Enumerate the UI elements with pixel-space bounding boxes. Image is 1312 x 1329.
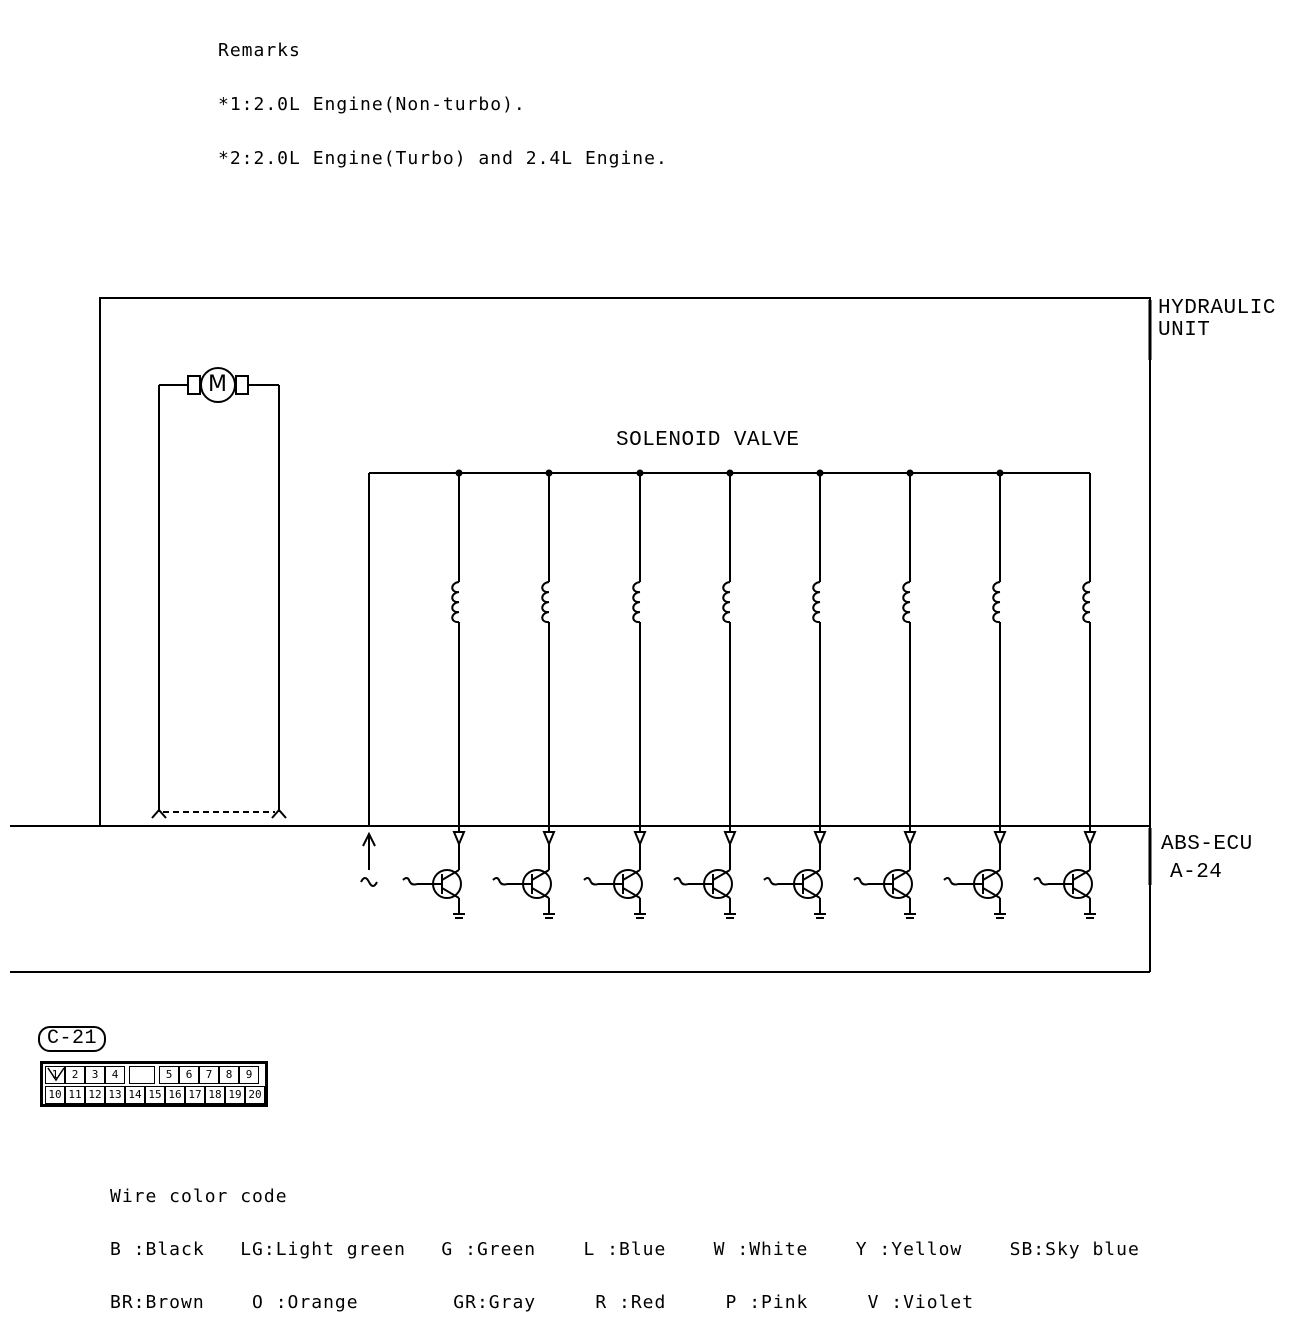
remark-note-2: *2:2.0L Engine(Turbo) and 2.4L Engine. — [218, 148, 668, 169]
base-signal-icon-1 — [402, 877, 418, 886]
connector-pin-6: 6 — [179, 1066, 199, 1084]
hydraulic-unit-label-line1: HYDRAULIC — [1158, 297, 1276, 320]
base-signal-icon-5 — [763, 877, 779, 886]
abs-ecu-connector-label: A-24 — [1170, 861, 1223, 884]
connector-pin-19: 19 — [225, 1086, 245, 1104]
connector-pin-17: 17 — [185, 1086, 205, 1104]
wire-color-row-1: B :Black LG:Light green G :Green L :Blue… — [110, 1239, 1140, 1260]
base-signal-icon-6 — [853, 877, 869, 886]
base-signal-icon-7 — [943, 877, 959, 886]
remark-note-1: *1:2.0L Engine(Non-turbo). — [218, 94, 526, 115]
connector-pin-11: 11 — [65, 1086, 85, 1104]
motor-circuit — [151, 367, 287, 819]
connector-c21-label: C-21 — [38, 1026, 107, 1052]
connector-pin-5: 5 — [159, 1066, 179, 1084]
solenoid-coil-icon-2 — [541, 581, 550, 624]
connector-pin-8: 8 — [219, 1066, 239, 1084]
connector-pin-13: 13 — [105, 1086, 125, 1104]
solenoid-coil-icon-8 — [1082, 581, 1091, 624]
base-signal-icon-4 — [673, 877, 689, 886]
hydraulic-unit-label-line2: UNIT — [1158, 319, 1211, 342]
connector-pin-2: 2 — [65, 1066, 85, 1084]
solenoid-coil-icon-3 — [632, 581, 641, 624]
base-signal-icon-8 — [1033, 877, 1049, 886]
remarks-title: Remarks — [218, 40, 301, 61]
valve-terminal-icon-6 — [903, 831, 917, 847]
connector-pin-20: 20 — [245, 1086, 265, 1104]
base-signal-icon-3 — [583, 877, 599, 886]
hydraulic-unit-frame — [99, 297, 1151, 972]
connector-pin-9: 9 — [239, 1066, 259, 1084]
connector-pin-1: 1 — [45, 1066, 65, 1084]
abs-ecu-label: ABS-ECU — [1161, 833, 1253, 856]
wire-color-code-title: Wire color code — [110, 1186, 288, 1207]
valve-terminal-icon-7 — [993, 831, 1007, 847]
solenoid-coil-icon-5 — [812, 581, 821, 624]
connector-pin-3: 3 — [85, 1066, 105, 1084]
solenoid-coil-icon-6 — [902, 581, 911, 624]
connector-pin-7: 7 — [199, 1066, 219, 1084]
connector-pin-4: 4 — [105, 1066, 125, 1084]
base-signal-icon-2 — [492, 877, 508, 886]
connector-pin-16: 16 — [165, 1086, 185, 1104]
connector-pin-18: 18 — [205, 1086, 225, 1104]
remarks-block: Remarks *1:2.0L Engine(Non-turbo). *2:2.… — [218, 6, 668, 186]
solenoid-valve-label: SOLENOID VALVE — [616, 429, 800, 452]
connector-pin-10: 10 — [45, 1086, 65, 1104]
wiring-diagram — [10, 297, 1152, 973]
motor-letter: M — [208, 372, 227, 397]
connector-pin-15: 15 — [145, 1086, 165, 1104]
connector-pin-14: 14 — [125, 1086, 145, 1104]
motor-icon — [200, 367, 236, 403]
valve-terminal-icon-8 — [1083, 831, 1097, 847]
solenoid-coil-icon-1 — [451, 581, 460, 624]
solenoid-coil-icon-4 — [722, 581, 731, 624]
valve-terminal-icon-2 — [542, 831, 556, 847]
solenoid-valve-array — [402, 469, 1097, 919]
wire-color-code-table: Wire color code B :Black LG:Light green … — [110, 1152, 1140, 1329]
valve-terminal-icon-1 — [452, 831, 466, 847]
connector-pin-12: 12 — [85, 1086, 105, 1104]
valve-terminal-icon-5 — [813, 831, 827, 847]
valve-terminal-icon-3 — [633, 831, 647, 847]
solenoid-coil-icon-7 — [992, 581, 1001, 624]
valve-terminal-icon-4 — [723, 831, 737, 847]
wire-color-row-2: BR:Brown O :Orange GR:Gray R :Red P :Pin… — [110, 1292, 975, 1313]
connector-key — [47, 1066, 155, 1084]
